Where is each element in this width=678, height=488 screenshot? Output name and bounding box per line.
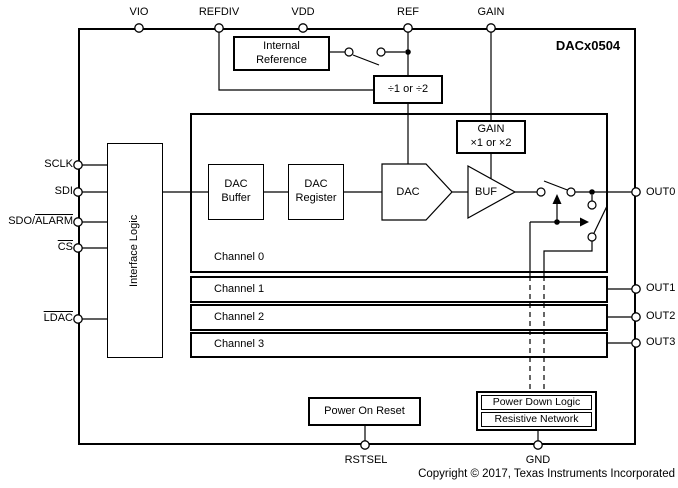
pin-sclk	[73, 160, 83, 170]
wires	[82, 32, 632, 441]
buf-triangle	[467, 164, 517, 220]
pin-refdiv	[214, 23, 224, 33]
power-down-logic-label: Power Down Logic	[492, 396, 581, 409]
pin-vio	[134, 23, 144, 33]
refdiv-wire	[218, 32, 373, 91]
channel2-box	[190, 304, 608, 331]
pin-vdd	[298, 23, 308, 33]
pin-ldac	[73, 314, 83, 324]
pin-label-refdiv: REFDIV	[198, 6, 240, 18]
reference-divider-label: ÷1 or ÷2	[387, 82, 429, 95]
reference-divider-block: ÷1 or ÷2	[373, 75, 443, 104]
power-on-reset-block: Power On Reset	[308, 397, 421, 426]
pin-rstsel	[360, 440, 370, 450]
copyright-notice: Copyright © 2017, Texas Instruments Inco…	[418, 468, 675, 480]
up-arrowhead	[552, 194, 562, 204]
out0-switch-contact-a	[536, 187, 546, 197]
dac-label: DAC	[396, 186, 420, 198]
pin-terminals	[73, 23, 641, 450]
intref-switch-blade	[352, 54, 380, 66]
power-down-block: Power Down Logic Resistive Network	[476, 391, 597, 431]
pin-out0	[631, 187, 641, 197]
channel3-label: Channel 3	[214, 338, 265, 350]
pin-sdi	[73, 187, 83, 197]
channel2-label: Channel 2	[214, 311, 265, 323]
part-number: DACx0504	[555, 38, 621, 53]
gain-stage-label-line2: ×1 or ×2	[470, 137, 512, 149]
intref-switch-contact-a	[344, 47, 354, 57]
pin-label-out1: OUT1	[646, 282, 676, 294]
interface-logic-block: Interface Logic	[107, 143, 163, 358]
dac-register-block: DAC Register	[288, 164, 344, 220]
resistive-network-block: Resistive Network	[481, 412, 592, 427]
pin-label-sdo-alarm: SDO/ALARM	[8, 215, 73, 227]
pin-label-sdi: SDI	[54, 185, 73, 197]
switch-contacts	[344, 47, 597, 242]
dac-pentagon	[381, 163, 453, 221]
pin-label-sclk: SCLK	[44, 158, 73, 170]
junction-dot-control	[554, 219, 560, 225]
pin-label-out0: OUT0	[646, 186, 676, 198]
dac-buffer-label-line2: Buffer	[221, 192, 251, 204]
pin-sdo-alarm	[73, 217, 83, 227]
out0-switch-blade	[543, 180, 571, 192]
junction-dot-ref	[405, 49, 411, 55]
pin-out3	[631, 338, 641, 348]
pin-label-out2: OUT2	[646, 310, 676, 322]
pin-gnd	[533, 440, 543, 450]
pin-label-vio: VIO	[129, 6, 149, 18]
pin-ref	[403, 23, 413, 33]
grounding-switch-blade	[593, 205, 608, 234]
pin-label-cs: CS	[57, 241, 73, 253]
gain-stage-block: GAIN ×1 or ×2	[456, 120, 526, 154]
junction-dot-out0	[589, 189, 595, 195]
pin-label-gnd: GND	[525, 454, 551, 466]
dac-buffer-block: DAC Buffer	[208, 164, 264, 220]
arrows-and-junctions	[405, 49, 595, 227]
dac-register-label-line1: DAC	[304, 178, 328, 191]
pin-out2	[631, 312, 641, 322]
grounding-switch-contact-a	[587, 200, 597, 210]
gain-stage-label-line1: GAIN	[477, 123, 505, 136]
pin-label-vdd: VDD	[291, 6, 315, 18]
pin-cs	[73, 243, 83, 253]
internal-reference-block: Internal Reference	[233, 36, 330, 71]
pin-label-out3: OUT3	[646, 336, 676, 348]
buf-label: BUF	[475, 186, 497, 198]
pin-label-gain: GAIN	[477, 6, 505, 18]
dac-symbol	[381, 163, 517, 221]
channel1-label: Channel 1	[214, 283, 265, 295]
pin-gain	[486, 23, 496, 33]
pin-label-ref: REF	[397, 6, 419, 18]
pin-label-ldac: LDAC	[43, 312, 73, 324]
right-arrowhead	[580, 217, 589, 227]
out0-switch-contact-b	[566, 187, 576, 197]
pin-label-rstsel: RSTSEL	[344, 454, 388, 466]
power-down-logic-block: Power Down Logic	[481, 395, 592, 410]
intref-switch-contact-b	[376, 47, 386, 57]
channel1-box	[190, 276, 608, 303]
internal-reference-label-line2: Reference	[256, 53, 307, 66]
internal-reference-label-line1: Internal	[263, 39, 300, 52]
channel3-box	[190, 332, 608, 358]
channel0-label: Channel 0	[214, 251, 265, 263]
power-on-reset-label: Power On Reset	[324, 404, 405, 417]
pin-out1	[631, 284, 641, 294]
grounding-switch-contact-b	[587, 232, 597, 242]
resistive-network-label: Resistive Network	[494, 413, 579, 426]
dac-buffer-label-line1: DAC	[224, 178, 248, 191]
switch2-control-wire	[543, 241, 593, 276]
dac-register-label-line2: Register	[295, 192, 337, 204]
